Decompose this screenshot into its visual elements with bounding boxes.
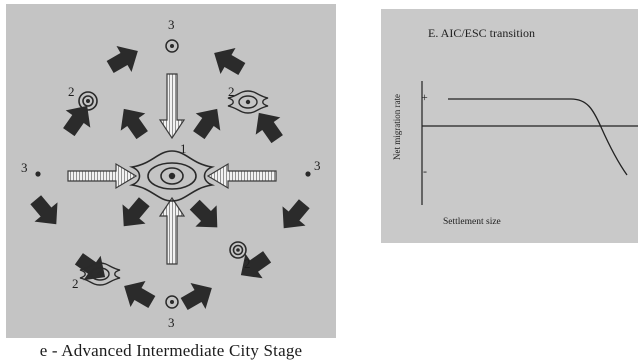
hatched-arrow-from-left: [67, 162, 138, 190]
label-center-city: 1: [180, 141, 187, 156]
dark-arrow-toward-lower-right: [189, 199, 218, 228]
label-lower-right-city: 2: [244, 256, 251, 271]
net-migration-curve: [448, 98, 628, 176]
dark-arrow-toward-bottom: [240, 251, 272, 279]
city-upper-left-symbol: [78, 91, 98, 111]
label-right-town: 3: [314, 158, 321, 173]
dark-arrow-toward-lower-right: [282, 199, 310, 229]
label-upper-right-city: 2: [228, 84, 235, 99]
dark-arrow-toward-lower-left: [124, 281, 156, 309]
dark-arrow-toward-lower-left: [122, 197, 150, 227]
hatched-arrow-from-top: [158, 73, 186, 140]
town-left-symbol: [35, 171, 41, 177]
panel-title: E. AIC/ESC transition: [428, 26, 536, 40]
x-axis-label: Settlement size: [443, 217, 501, 227]
dark-arrow-toward-lower-right: [180, 283, 212, 311]
dark-arrow-toward-upper-right: [193, 108, 221, 140]
negative-marker: -: [423, 164, 427, 178]
dark-arrow-toward-upper-left: [63, 105, 91, 137]
city-lower-left-symbol: [79, 262, 121, 286]
positive-marker: +: [421, 90, 428, 104]
urban-stage-diagram: 3 2 2 1 3 3 2 2 3: [6, 4, 336, 338]
label-top-town: 3: [168, 17, 175, 32]
hatched-arrow-from-bottom: [158, 196, 186, 265]
dark-arrow-toward-upper-right: [255, 112, 283, 144]
town-right-symbol: [305, 171, 311, 177]
dark-arrow-toward-lower-left: [30, 195, 58, 225]
figure-caption: e - Advanced Intermediate City Stage: [39, 341, 303, 360]
city-upper-right-symbol: [227, 90, 269, 114]
town-top-symbol: [165, 39, 179, 53]
y-axis-label: Net migration rate: [392, 94, 402, 160]
label-upper-left-city: 2: [68, 84, 75, 99]
central-city-symbol: [128, 150, 216, 202]
label-left-town: 3: [21, 160, 28, 175]
migration-plot-canvas: [421, 81, 638, 205]
label-bottom-town: 3: [168, 315, 175, 330]
hatched-arrow-from-right: [206, 162, 277, 190]
dark-arrow-toward-top: [214, 48, 246, 76]
town-bottom-symbol: [165, 295, 179, 309]
label-lower-left-city: 2: [72, 276, 79, 291]
dark-arrow-toward-upper-left: [120, 108, 148, 140]
city-lower-right-symbol: [229, 241, 247, 259]
diagram-canvas: 3 2 2 1 3 3 2 2 3: [21, 17, 321, 330]
migration-rate-diagram: E. AIC/ESC transition Net migration rate…: [381, 9, 638, 243]
dark-arrow-toward-top: [106, 46, 138, 74]
